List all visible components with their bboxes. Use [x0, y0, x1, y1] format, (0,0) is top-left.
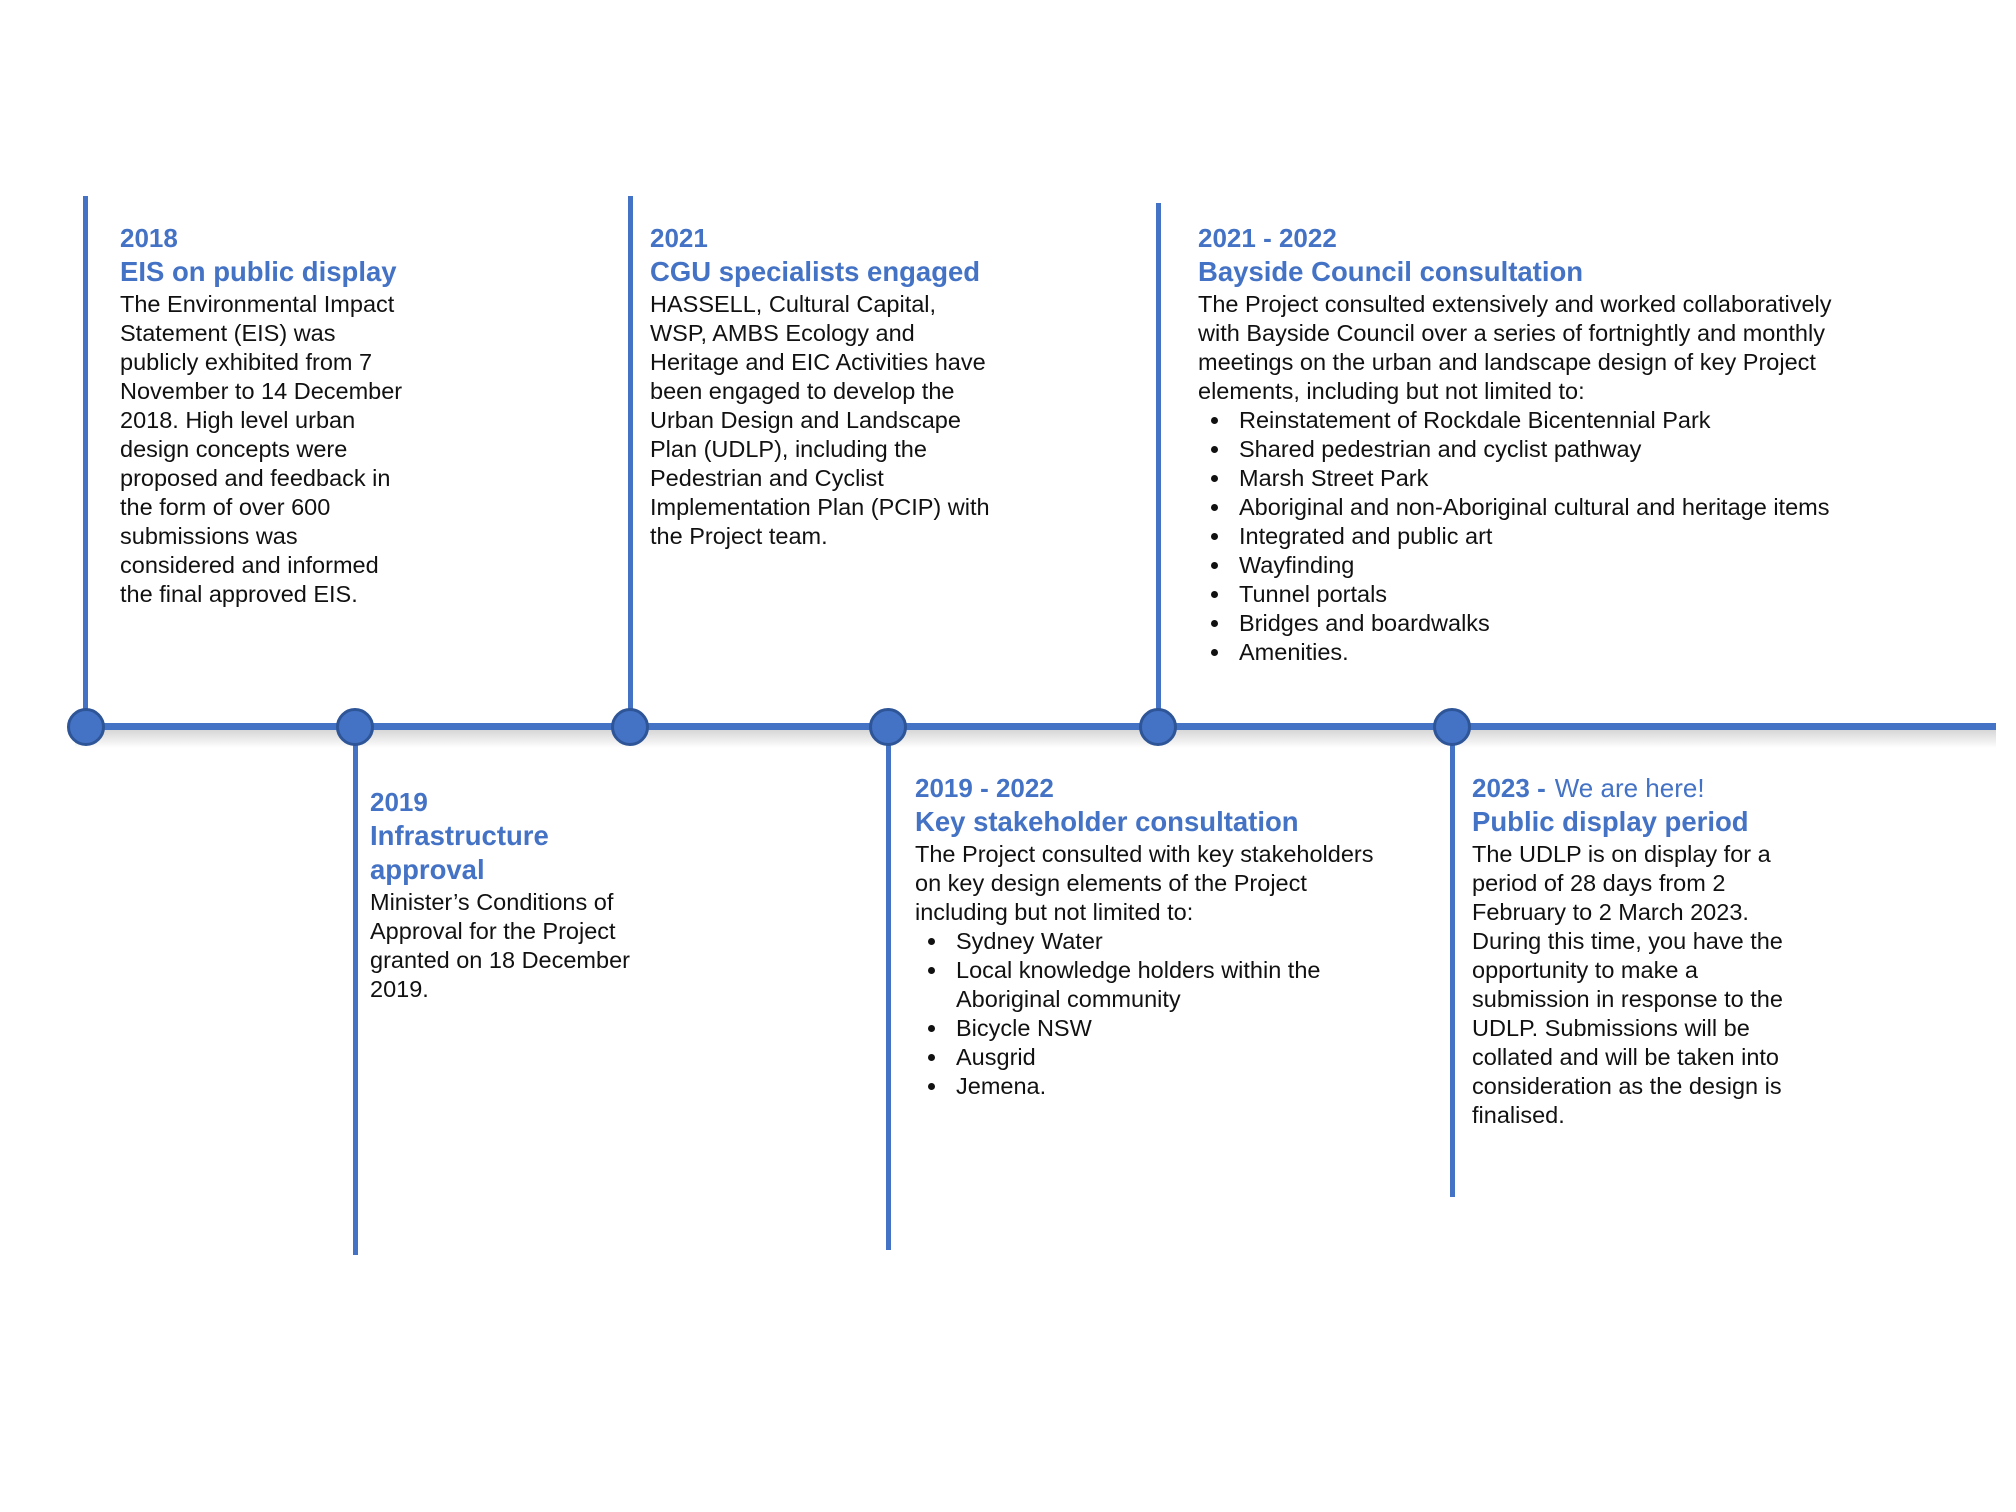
event-year: 2023 - We are here! [1472, 772, 1806, 805]
we-are-here-label: We are here! [1554, 773, 1705, 803]
event-public-display-period: 2023 - We are here! Public display period… [1472, 772, 1806, 1130]
event-bullet-list: Sydney Water Local knowledge holders wit… [915, 927, 1393, 1101]
connector-line-2021 [628, 196, 633, 723]
event-body: Minister’s Conditions of Approval for th… [370, 889, 630, 1002]
timeline-node-2019-2022 [869, 708, 907, 746]
timeline-node-2021 [611, 708, 649, 746]
event-title: Infrastructure approval [370, 820, 549, 885]
bullet-item: Bridges and boardwalks [1232, 609, 1846, 638]
bullet-item: Amenities. [1232, 638, 1846, 667]
bullet-item: Integrated and public art [1232, 522, 1846, 551]
bullet-item: Jemena. [949, 1072, 1393, 1101]
bullet-item: Reinstatement of Rockdale Bicentennial P… [1232, 406, 1846, 435]
connector-line-2018 [83, 196, 88, 723]
timeline-node-2021-2022 [1139, 708, 1177, 746]
bullet-item: Local knowledge holders within the Abori… [949, 956, 1393, 1014]
event-body: The Project consulted extensively and wo… [1198, 291, 1832, 404]
event-title: CGU specialists engaged [650, 256, 981, 287]
event-bullet-list: Reinstatement of Rockdale Bicentennial P… [1198, 406, 1846, 667]
event-body: HASSELL, Cultural Capital, WSP, AMBS Eco… [650, 291, 990, 549]
event-year: 2019 - 2022 [915, 773, 1054, 803]
event-title: EIS on public display [120, 256, 397, 287]
timeline-axis-shadow [75, 730, 1996, 748]
timeline-node-2018 [67, 708, 105, 746]
timeline-node-2019 [336, 708, 374, 746]
event-year-value: 2023 - [1472, 773, 1546, 803]
event-infrastructure-approval: 2019 Infrastructure approval Minister’s … [370, 786, 662, 1004]
event-year: 2021 - 2022 [1198, 223, 1337, 253]
bullet-item: Marsh Street Park [1232, 464, 1846, 493]
bullet-item: Ausgrid [949, 1043, 1393, 1072]
event-title: Public display period [1472, 806, 1749, 837]
event-cgu-specialists-engaged: 2021 CGU specialists engaged HASSELL, Cu… [650, 222, 997, 551]
bullet-item: Wayfinding [1232, 551, 1846, 580]
connector-line-2023 [1450, 730, 1455, 1197]
event-year: 2019 [370, 787, 428, 817]
bullet-item: Aboriginal and non-Aboriginal cultural a… [1232, 493, 1846, 522]
connector-line-2019 [353, 730, 358, 1255]
event-year: 2018 [120, 223, 178, 253]
timeline-node-2023 [1433, 708, 1471, 746]
event-body: The UDLP is on display for a period of 2… [1472, 841, 1783, 1128]
bullet-item: Sydney Water [949, 927, 1393, 956]
event-bayside-council-consultation: 2021 - 2022 Bayside Council consultation… [1198, 222, 1846, 667]
connector-line-2021-2022 [1156, 203, 1161, 723]
event-key-stakeholder-consultation: 2019 - 2022 Key stakeholder consultation… [915, 772, 1393, 1101]
event-body: The Environmental Impact Statement (EIS)… [120, 291, 403, 607]
bullet-item: Shared pedestrian and cyclist pathway [1232, 435, 1846, 464]
event-year: 2021 [650, 223, 708, 253]
event-body: The Project consulted with key stakehold… [915, 841, 1374, 925]
bullet-item: Tunnel portals [1232, 580, 1846, 609]
timeline-axis-line [75, 723, 1996, 730]
bullet-item: Bicycle NSW [949, 1014, 1393, 1043]
event-title: Bayside Council consultation [1198, 256, 1584, 287]
event-title: Key stakeholder consultation [915, 806, 1299, 837]
connector-line-2019-2022 [886, 730, 891, 1250]
event-eis-on-public-display: 2018 EIS on public display The Environme… [120, 222, 416, 609]
